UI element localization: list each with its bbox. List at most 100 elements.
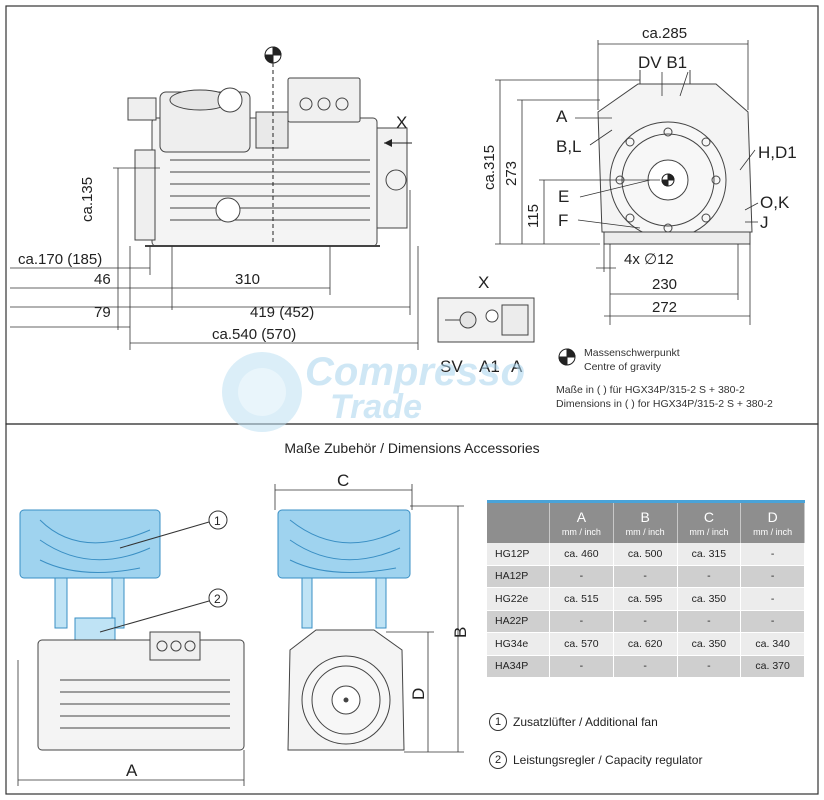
value-c-cell: ca. 315 [677, 543, 742, 566]
label-j: J [760, 213, 769, 232]
accessory-front-view [277, 509, 411, 751]
dim-letter-d: D [409, 688, 428, 700]
callout-1 [119, 510, 228, 549]
value-a-cell: ca. 460 [549, 543, 614, 566]
gravity-legend-symbol [558, 348, 576, 366]
accessories-title: Maße Zubehör / Dimensions Accessories [284, 440, 540, 456]
label-a: A [556, 107, 568, 126]
legend-text: Zusatzlüfter / Additional fan [513, 715, 658, 729]
dim-540: ca.540 (570) [212, 326, 296, 343]
gravity-legend-en: Centre of gravity [584, 361, 662, 373]
compressor-side-view [127, 77, 408, 247]
dim-315: ca.315 [481, 145, 498, 190]
detail-label-sv: SV [440, 357, 463, 376]
label-bl: B,L [556, 137, 582, 156]
value-c-cell: ca. 350 [677, 632, 742, 656]
value-a-cell: - [549, 610, 614, 633]
legend-item-regulator: 2 Leistungsregler / Capacity regulator [489, 751, 702, 769]
value-d-cell: - [740, 610, 805, 633]
detail-x-drawing [437, 297, 535, 343]
table-row: HA22P - - - - [487, 610, 805, 633]
dim-170: ca.170 (185) [18, 251, 102, 268]
table-row: HA12P - - - - [487, 565, 805, 588]
dim-79: 79 [94, 304, 111, 321]
watermark: Compresso Trade [222, 350, 525, 432]
table-row: HG12P ca. 460 ca. 500 ca. 315 - [487, 543, 805, 566]
accessory-side-view [19, 509, 245, 751]
dim-a-line [17, 660, 245, 786]
value-c-cell: - [677, 610, 742, 633]
value-d-cell: - [740, 565, 805, 588]
callout-2-number: 2 [214, 592, 221, 606]
value-a-cell: ca. 570 [549, 632, 614, 656]
detail-label-a: A [511, 357, 523, 376]
x-marker-label: X [396, 113, 407, 132]
dim-230: 230 [652, 276, 677, 293]
dim-273: 273 [503, 161, 520, 186]
value-c-cell: ca. 350 [677, 587, 742, 611]
model-cell: HG34e [487, 632, 550, 656]
dim-letter-b: B [451, 627, 470, 638]
model-header [487, 503, 550, 543]
value-b-cell: - [613, 610, 678, 633]
label-f: F [558, 211, 568, 230]
callout-1-number: 1 [214, 514, 221, 528]
table-row: HG22e ca. 515 ca. 595 ca. 350 - [487, 587, 805, 611]
watermark-line2: Trade [330, 388, 422, 426]
dim-115: 115 [525, 204, 542, 228]
model-cell: HG22e [487, 587, 550, 611]
label-e: E [558, 187, 569, 206]
dim-272: 272 [652, 299, 677, 316]
bottom-frame [5, 423, 819, 795]
model-cell: HA22P [487, 610, 550, 633]
value-b-cell: ca. 620 [613, 632, 678, 656]
dim-310: 310 [235, 271, 260, 288]
gravity-marker-side [264, 46, 282, 245]
value-d-cell: ca. 340 [740, 632, 805, 656]
dimension-note-en: Dimensions in ( ) for HGX34P/315-2 S + 3… [556, 398, 773, 410]
model-cell: HA34P [487, 655, 550, 678]
legend-number: 2 [489, 751, 507, 769]
front-dimension-lines [495, 40, 751, 325]
dim-46: 46 [94, 271, 111, 288]
x-arrow-head [384, 139, 392, 147]
dim-b-line [404, 505, 464, 753]
watermark-line1: Compresso [305, 350, 525, 394]
legend-text: Leistungsregler / Capacity regulator [513, 753, 703, 767]
dim-285: ca.285 [642, 25, 687, 42]
value-c-cell: - [677, 565, 742, 588]
dim-letter-c: C [337, 471, 349, 490]
detail-x-title: X [478, 273, 489, 292]
label-ok: O,K [760, 193, 790, 212]
value-b-cell: ca. 500 [613, 543, 678, 566]
dimension-note-de: Maße in ( ) für HGX34P/315-2 S + 380-2 [556, 384, 745, 396]
model-cell: HG12P [487, 543, 550, 566]
gravity-marker-front [661, 173, 675, 187]
legend-number: 1 [489, 713, 507, 731]
dim-letter-a: A [126, 761, 138, 780]
callout-2 [99, 588, 228, 633]
detail-label-a1: A1 [479, 357, 500, 376]
side-dimension-lines [10, 167, 419, 350]
value-b-cell: ca. 595 [613, 587, 678, 611]
value-d-cell: - [740, 543, 805, 566]
table-row: HA34P - - - ca. 370 [487, 655, 805, 678]
model-cell: HA12P [487, 565, 550, 588]
value-b-cell: - [613, 565, 678, 588]
compressor-front-view [597, 70, 753, 245]
value-d-cell: - [740, 587, 805, 611]
dim-135: ca.135 [79, 177, 96, 222]
label-dv-b1: DV B1 [638, 53, 687, 72]
value-b-cell: - [613, 655, 678, 678]
label-hd1: H,D1 [758, 143, 797, 162]
value-a-cell: - [549, 565, 614, 588]
value-c-cell: - [677, 655, 742, 678]
